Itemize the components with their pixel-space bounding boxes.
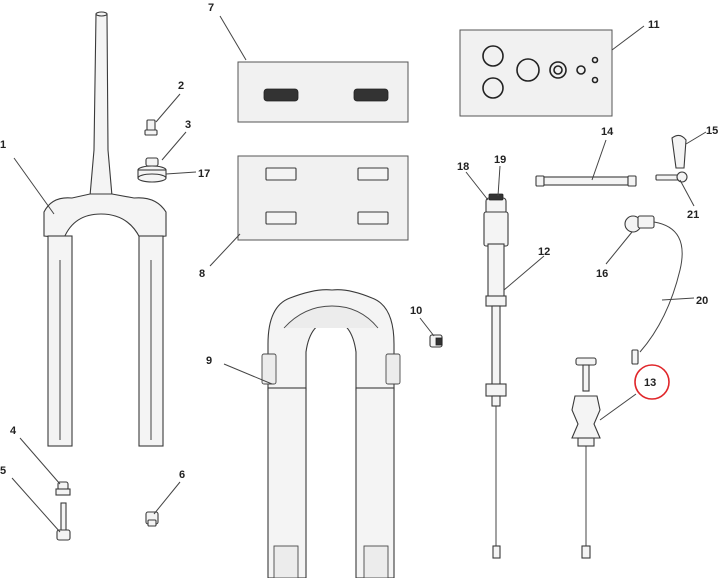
callout-3: 3: [185, 119, 191, 131]
part-15-lever: [655, 134, 688, 183]
leader-18: [465, 171, 489, 201]
leader-9: [223, 363, 273, 385]
leader-11: [611, 25, 645, 51]
callout-15: 15: [706, 125, 718, 137]
part-1-crown-steerer-uppers: [43, 11, 167, 447]
callout-21: 21: [687, 209, 699, 221]
part-2-small-bolt: [144, 119, 158, 136]
callout-14: 14: [601, 126, 614, 138]
leader-1: [13, 157, 55, 215]
leader-21: [679, 179, 695, 207]
part-7-decal-panel: [237, 61, 409, 123]
leader-8: [209, 233, 241, 267]
leader-13: [599, 393, 637, 421]
callout-11: 11: [648, 19, 660, 31]
part-12-damper: [483, 193, 509, 559]
part-8-sticker-panel: [237, 155, 409, 241]
leader-14: [591, 139, 607, 181]
callout-13: 13: [644, 377, 656, 389]
callout-5: 5: [0, 465, 6, 477]
callout-16: 16: [596, 268, 608, 280]
callout-2: 2: [178, 80, 184, 92]
leader-12: [503, 255, 545, 291]
part-11-seal-kit: [459, 29, 613, 117]
callout-6: 6: [179, 469, 185, 481]
part-14-axle: [535, 175, 637, 187]
callout-17: 17: [198, 168, 210, 180]
callout-8: 8: [199, 268, 205, 280]
callout-20: 20: [696, 295, 708, 307]
leader-5: [11, 477, 61, 533]
part-4-valve: [55, 481, 71, 496]
callout-1: 1: [0, 139, 6, 151]
part-9-lower-legs: [261, 289, 401, 578]
leader-7: [219, 15, 247, 61]
callout-10: 10: [410, 305, 422, 317]
leader-20: [661, 297, 695, 301]
leader-15: [685, 131, 707, 145]
leader-17: [165, 171, 197, 175]
leader-19: [497, 165, 501, 197]
part-10-clip: [429, 334, 443, 348]
leader-10: [419, 317, 435, 337]
highlight-circle-13: [634, 364, 670, 400]
part-6-nut: [145, 511, 159, 527]
part-16-remote: [624, 215, 683, 365]
callout-4: 4: [10, 425, 17, 437]
leader-4: [19, 437, 61, 485]
callout-19: 19: [494, 154, 506, 166]
part-13-spring-assembly: [571, 357, 601, 559]
leader-6: [153, 481, 181, 515]
callout-9: 9: [206, 355, 212, 367]
callout-7: 7: [208, 2, 214, 14]
leader-3: [161, 131, 187, 161]
leader-2: [155, 93, 181, 123]
callout-labels: 1 2 3 4 5 6 7 8 9 10 11 12 13 14 15 16 1…: [0, 2, 718, 481]
callout-18: 18: [457, 161, 469, 173]
leader-16: [605, 231, 633, 265]
leader-lines: [11, 15, 707, 533]
part-5-shaft-bolt: [56, 502, 71, 541]
part-3-top-cap: [137, 157, 167, 183]
callout-12: 12: [538, 246, 550, 258]
